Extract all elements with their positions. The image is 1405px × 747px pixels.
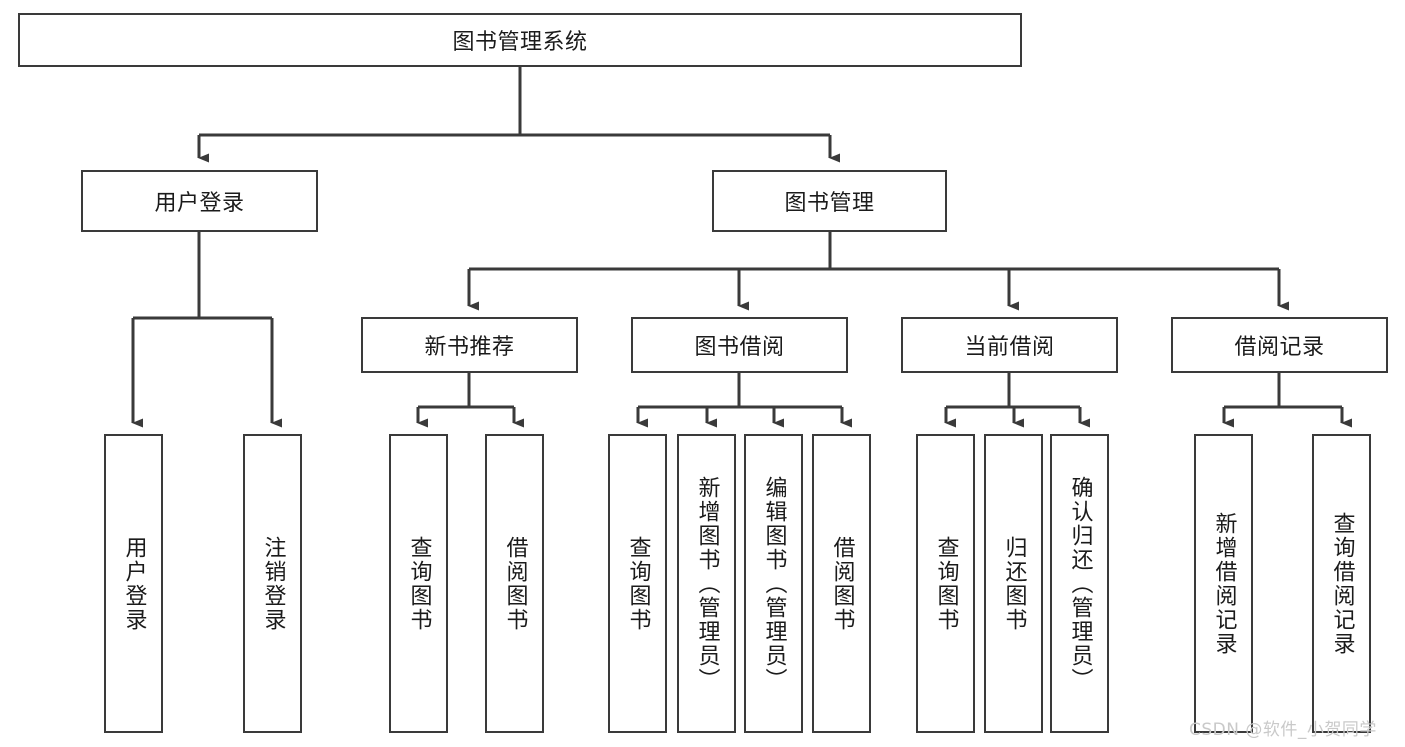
leaf-user-login-signout[interactable]: 注销登录 [243,434,302,733]
node-label: 新增图书（管理员） [694,475,720,692]
node-label: 当前借阅 [964,335,1055,360]
node-label: 查询借阅记录 [1329,511,1355,656]
node-label: 借阅图书 [502,535,528,632]
node-label: 图书借阅 [694,335,785,360]
leaf-current-borrow-return[interactable]: 归还图书 [984,434,1043,733]
node-label: 图书管理系统 [452,30,588,55]
node-label: 图书管理 [784,191,875,216]
node-label: 用户登录 [121,535,147,632]
leaf-new-book-borrow[interactable]: 借阅图书 [485,434,544,733]
node-book-borrow[interactable]: 图书借阅 [631,317,848,373]
leaf-book-borrow-borrow[interactable]: 借阅图书 [812,434,871,733]
leaf-book-borrow-edit-admin[interactable]: 编辑图书（管理员） [744,434,803,733]
node-label: 新增借阅记录 [1211,511,1237,656]
leaf-new-book-query[interactable]: 查询图书 [389,434,448,733]
node-label: 归还图书 [1001,535,1027,632]
node-label: 借阅图书 [829,535,855,632]
node-label: 查询图书 [625,535,651,632]
leaf-book-borrow-query[interactable]: 查询图书 [608,434,667,733]
node-label: 编辑图书（管理员） [761,475,787,692]
leaf-book-borrow-add-admin[interactable]: 新增图书（管理员） [677,434,736,733]
node-label: 查询图书 [933,535,959,632]
node-label: 注销登录 [260,535,286,632]
node-label: 借阅记录 [1234,335,1325,360]
node-label: 查询图书 [406,535,432,632]
node-label: 用户登录 [154,191,245,216]
leaf-borrow-record-add[interactable]: 新增借阅记录 [1194,434,1253,733]
leaf-current-borrow-confirm-admin[interactable]: 确认归还（管理员） [1050,434,1109,733]
node-book-management[interactable]: 图书管理 [712,170,947,232]
node-new-book-recommend[interactable]: 新书推荐 [361,317,578,373]
node-root-system[interactable]: 图书管理系统 [18,13,1022,67]
node-label: 新书推荐 [424,335,515,360]
node-borrow-record[interactable]: 借阅记录 [1171,317,1388,373]
leaf-current-borrow-query[interactable]: 查询图书 [916,434,975,733]
node-current-borrow[interactable]: 当前借阅 [901,317,1118,373]
node-user-login[interactable]: 用户登录 [81,170,318,232]
csdn-watermark: CSDN @软件_小贺同学 [1189,720,1377,740]
leaf-user-login-signin[interactable]: 用户登录 [104,434,163,733]
node-label: 确认归还（管理员） [1067,475,1093,692]
leaf-borrow-record-query[interactable]: 查询借阅记录 [1312,434,1371,733]
